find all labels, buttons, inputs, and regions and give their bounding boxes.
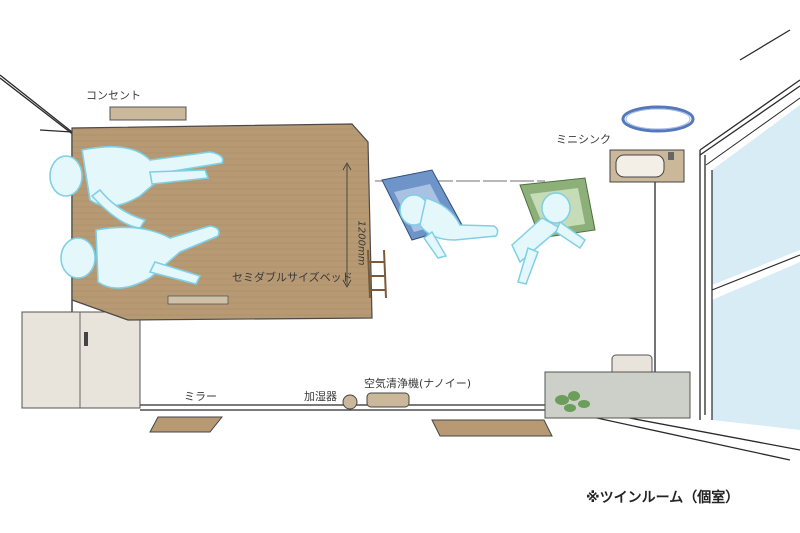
label-bed: セミダブルサイズベッド [232, 271, 353, 284]
closet [21, 311, 141, 409]
floor-mat [431, 419, 553, 437]
person-sleeping-1 [49, 145, 224, 229]
window [705, 97, 800, 430]
person-sitting-1 [399, 194, 499, 259]
room-caption: ※ツインルーム（個室） [586, 490, 740, 506]
label-air-purifier: 空気清浄機(ナノイー) [364, 377, 472, 390]
label-mirror: ミラー [184, 390, 217, 403]
mini-sink [609, 149, 685, 183]
person-sitting-2 [511, 192, 587, 285]
label-mini-sink: ミニシンク [556, 133, 611, 146]
label-humidifier: 加湿器 [304, 390, 337, 403]
label-bed-width: 1200mm [355, 220, 367, 266]
air-purifier [366, 392, 410, 408]
outlet [109, 106, 187, 121]
ceiling-light-icon [621, 105, 695, 133]
humidifier [342, 394, 358, 410]
plant-icon [555, 391, 590, 412]
mirror [149, 416, 224, 433]
person-sleeping-2 [60, 225, 220, 289]
bed-ladder [367, 249, 387, 299]
label-outlet: コンセント [86, 89, 141, 102]
